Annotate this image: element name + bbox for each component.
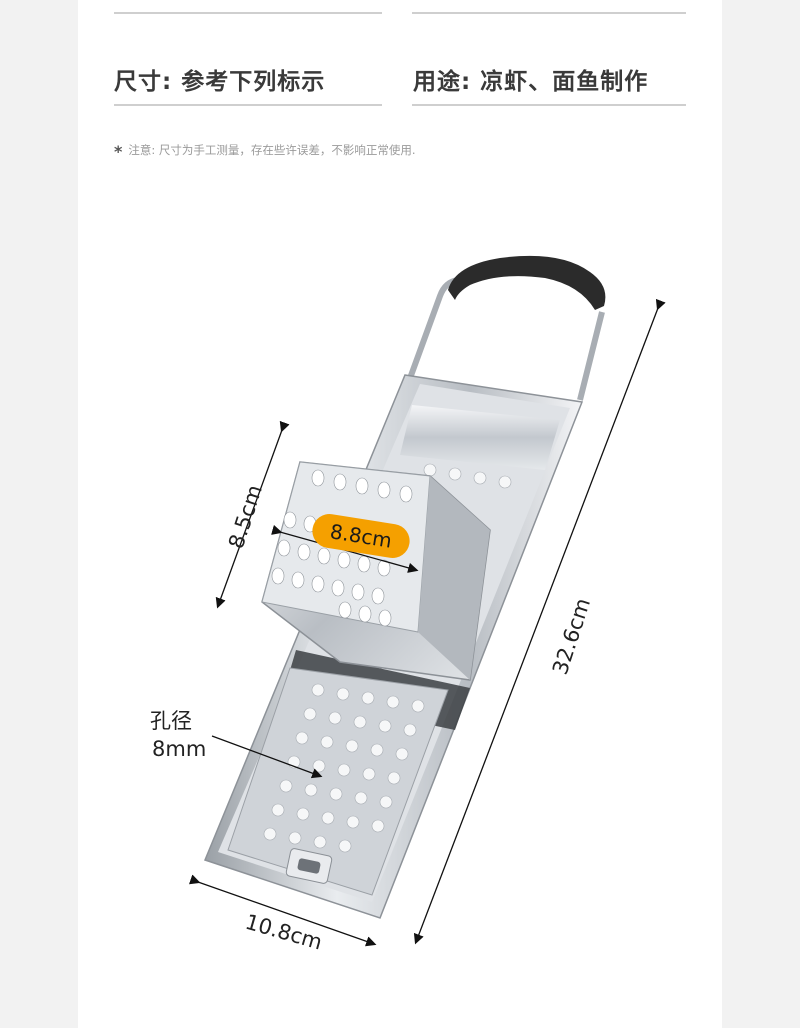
note-text: 注意: 尺寸为手工测量，存在些许误差，不影响正常使用. (128, 143, 416, 157)
base-label: 10.8cm (243, 910, 325, 955)
width-pill-bg (312, 513, 410, 559)
divider-left (114, 104, 382, 106)
hole-pointer (211, 735, 323, 779)
height-label: 8.5cm (224, 482, 267, 552)
divider-right (412, 104, 686, 106)
length-label: 32.6cm (548, 595, 595, 677)
handle-grip (448, 255, 606, 310)
handle-wire-right (577, 311, 605, 401)
note-star: * (114, 142, 123, 161)
measurement-note: * 注意: 尺寸为手工测量，存在些许误差，不影响正常使用. (114, 139, 416, 161)
top-divider-right (412, 12, 686, 14)
height-arrow (215, 420, 290, 609)
top-divider-left (114, 12, 382, 14)
hanging-hole (297, 858, 321, 874)
length-arrow (413, 298, 666, 945)
width-label-pill: 8.8cm (312, 513, 410, 559)
hole-label-line1: 孔径 (150, 709, 192, 733)
handle (402, 255, 606, 401)
handle-wire-left (402, 277, 459, 394)
base-arrow (188, 874, 377, 947)
usage-spec: 用途: 凉虾、面鱼制作 (413, 69, 649, 95)
size-spec: 尺寸: 参考下列标示 (114, 69, 326, 95)
hole-label-line2: 8mm (152, 737, 206, 761)
